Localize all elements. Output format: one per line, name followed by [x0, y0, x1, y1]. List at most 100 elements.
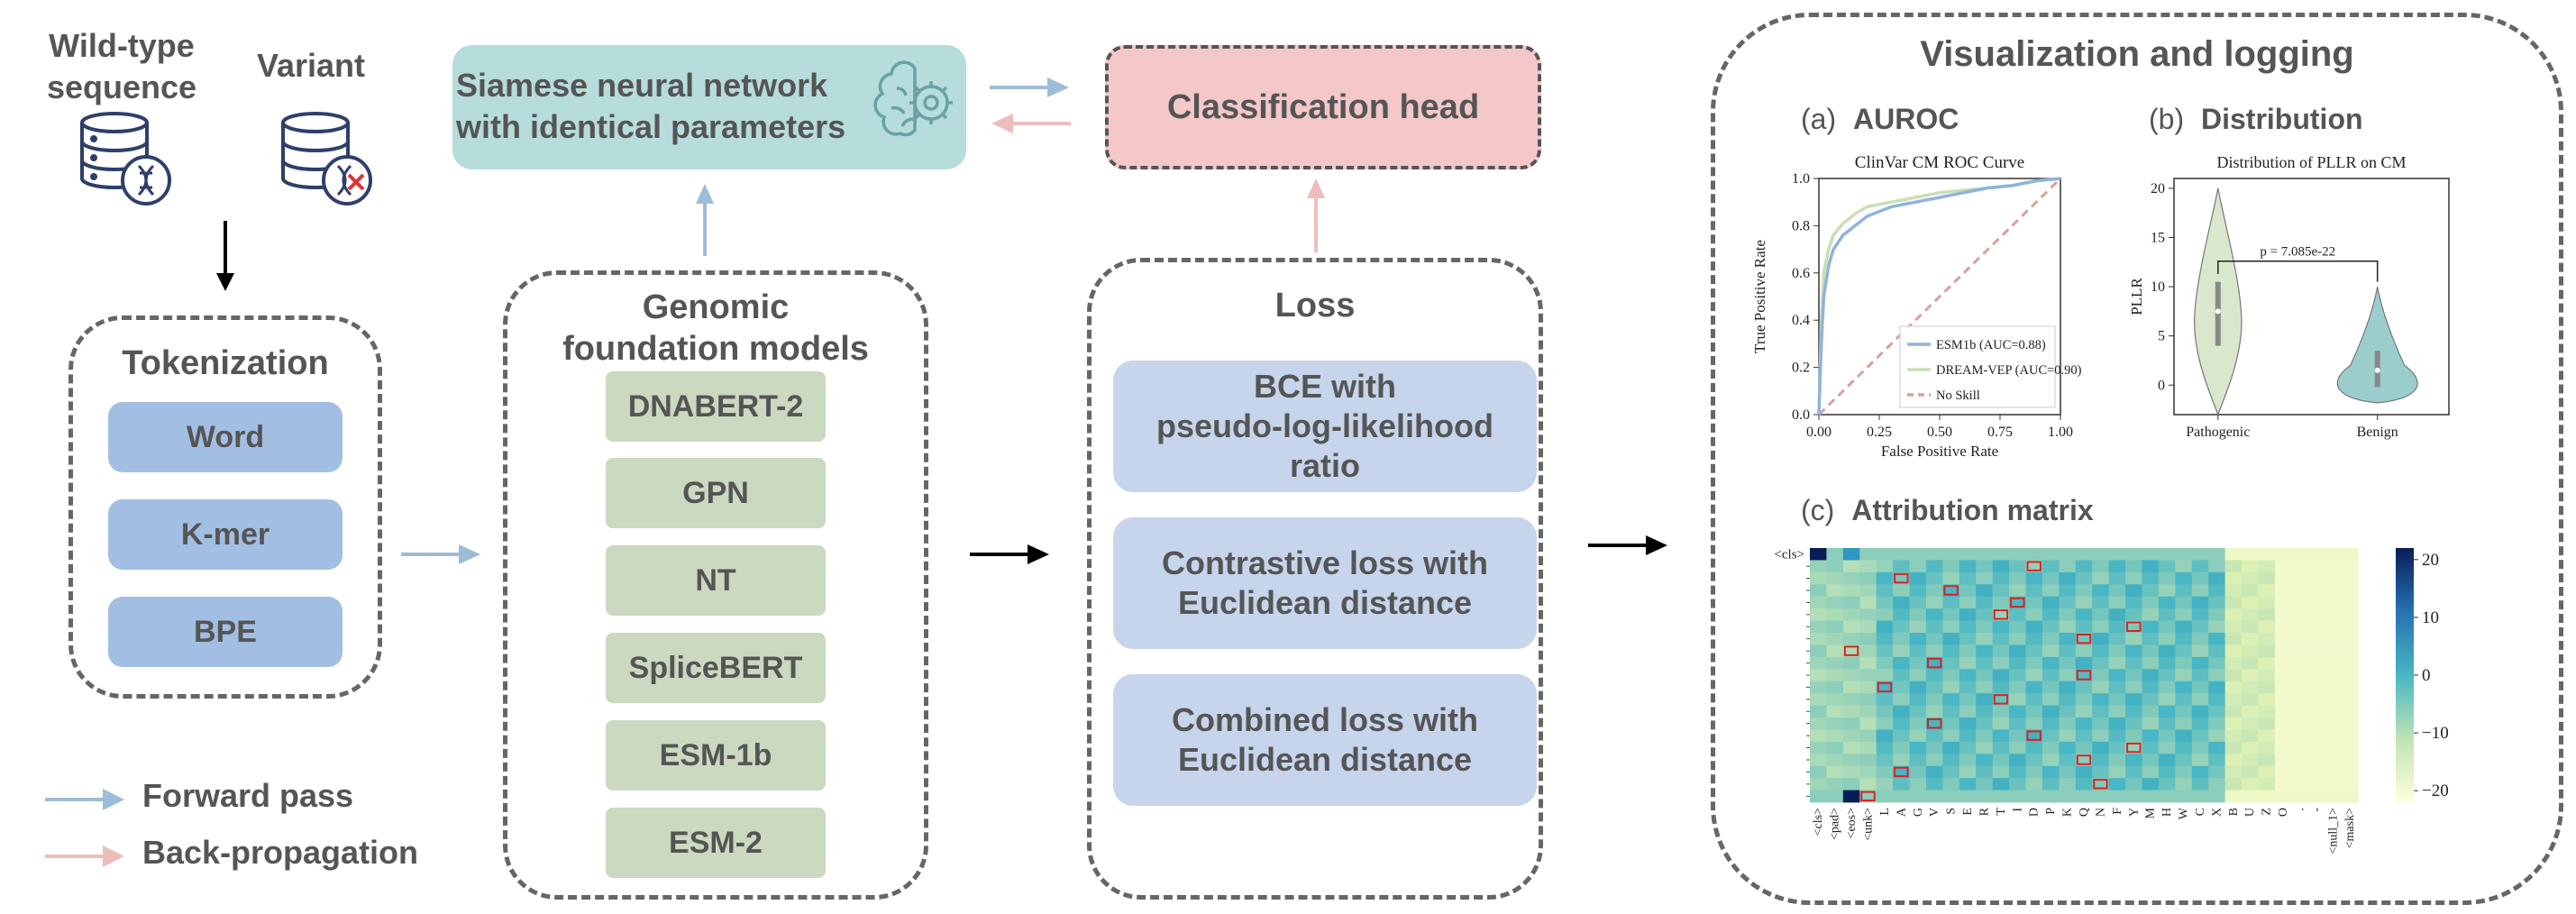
heatmap-cell	[2108, 717, 2126, 730]
heatmap-cell	[2108, 584, 2126, 598]
heatmap-cell	[1959, 548, 1977, 561]
heatmap-cell	[2175, 717, 2193, 730]
heatmap-cell	[2191, 729, 2209, 743]
heatmap-cell	[1810, 717, 1827, 730]
heatmap-cell	[2108, 729, 2126, 743]
heatmap-cell	[2341, 560, 2359, 573]
heatmap-highlight-box	[1894, 766, 1909, 778]
heatmap-cell	[2059, 790, 2077, 803]
heatmap-cell	[2059, 596, 2077, 609]
heatmap-cell	[1810, 790, 1827, 803]
heatmap-cell	[1826, 548, 1844, 561]
heatmap-cell	[2341, 729, 2359, 743]
tokenization-title: Tokenization	[122, 344, 329, 382]
heatmap-cell	[2092, 754, 2110, 767]
heatmap-cell	[2274, 765, 2292, 779]
heatmap-cell	[1909, 620, 1927, 634]
heatmap-cell	[1893, 571, 1910, 585]
heatmap-cell	[1992, 560, 2010, 573]
heatmap-cell	[2075, 560, 2093, 573]
wildtype-label: Wild-type sequence	[27, 25, 216, 108]
heatmap-cell	[2175, 778, 2193, 791]
heatmap-cell	[2341, 681, 2359, 694]
roc-series-line	[1817, 177, 2061, 416]
colorbar-tick-label: 10	[2422, 608, 2439, 627]
heatmap-cell	[2258, 669, 2276, 682]
heatmap-col-label: B	[2227, 808, 2241, 816]
heatmap-cell	[2242, 571, 2259, 585]
roc-xtick-label: 0.00	[1806, 425, 1832, 440]
heatmap-cell	[2075, 778, 2093, 791]
heatmap-cell	[2059, 754, 2077, 767]
heatmap-cell	[1909, 596, 1927, 609]
heatmap-highlight-box	[2010, 597, 2025, 608]
heatmap-cell	[1992, 693, 2010, 706]
heatmap-cell	[2258, 584, 2276, 598]
heatmap-cell	[2325, 596, 2342, 609]
heatmap-cell	[1992, 705, 2010, 718]
heatmap-cell	[1942, 705, 1960, 718]
loss-combined-line2: Euclidean distance	[1177, 741, 1473, 778]
heatmap-cell	[2307, 693, 2325, 706]
heatmap-cell	[1826, 754, 1844, 767]
heatmap-cell	[2108, 669, 2126, 682]
heatmap-cell	[2274, 571, 2292, 585]
heatmap-col-label: M	[2144, 807, 2158, 818]
heatmap-cell	[2075, 656, 2093, 670]
heatmap-cell	[2274, 754, 2292, 767]
database-variant-icon	[281, 112, 372, 206]
heatmap-cell	[1942, 633, 1960, 645]
heatmap-cell	[2042, 693, 2060, 706]
heatmap-cell	[1842, 644, 1860, 658]
heatmap-cell	[1810, 693, 1827, 706]
heatmap-cell	[2224, 693, 2243, 706]
heatmap-col-label: N	[2094, 808, 2107, 817]
violin-shape-benign	[2336, 286, 2418, 404]
heatmap-cell	[1992, 729, 2010, 743]
heatmap-cell	[2274, 778, 2292, 791]
heatmap-cell	[2025, 656, 2043, 670]
heatmap-cell	[1876, 633, 1894, 645]
violin-frame	[2173, 178, 2450, 416]
heatmap-cell	[1842, 729, 1860, 743]
heatmap-cell	[1976, 681, 1994, 694]
heatmap-cell	[1842, 560, 1860, 573]
brain-gear-icon	[873, 60, 953, 137]
heatmap-cell	[1942, 669, 1960, 682]
heatmap-cell	[1893, 754, 1910, 767]
heatmap-cell	[1810, 620, 1827, 634]
heatmap-cell	[2175, 608, 2193, 621]
heatmap-cell	[2009, 729, 2026, 743]
heatmap-cell	[1826, 741, 1844, 754]
heatmap-cell	[1876, 656, 1894, 670]
heatmap-cell	[2075, 741, 2093, 754]
heatmap-cell	[2325, 620, 2342, 634]
heatmap-cell	[2274, 584, 2292, 598]
heatmap-cell	[1976, 669, 1994, 682]
heatmap-cell	[1893, 644, 1910, 658]
heatmap-cell	[2341, 669, 2359, 682]
colorbar-tick-label: 20	[2422, 551, 2439, 570]
heatmap-cell	[2175, 741, 2193, 754]
heatmap-cell	[2325, 717, 2342, 730]
heatmap-cell	[1959, 790, 1977, 803]
heatmap-cell	[2158, 705, 2176, 718]
heatmap-col-label: Q	[2078, 808, 2091, 817]
heatmap-cell	[2075, 765, 2093, 779]
heatmap-cell	[2242, 729, 2259, 743]
heatmap-cell	[2108, 790, 2126, 803]
heatmap-cell	[2075, 608, 2093, 621]
heatmap-cell	[1876, 571, 1894, 585]
heatmap-cell	[1976, 705, 1994, 718]
heatmap-cell	[1842, 620, 1860, 634]
heatmap-cell	[2025, 560, 2043, 573]
heatmap-cell	[2224, 656, 2243, 670]
heatmap-cell	[1959, 669, 1977, 682]
heatmap-cell	[2059, 729, 2077, 743]
heatmap-cell	[2258, 754, 2276, 767]
forward-arrow-siamese-to-head	[990, 78, 1069, 97]
heatmap-cell	[2092, 633, 2110, 645]
heatmap-cell	[2108, 608, 2126, 621]
heatmap-cell	[2125, 729, 2142, 743]
heatmap-cell	[2274, 548, 2292, 561]
